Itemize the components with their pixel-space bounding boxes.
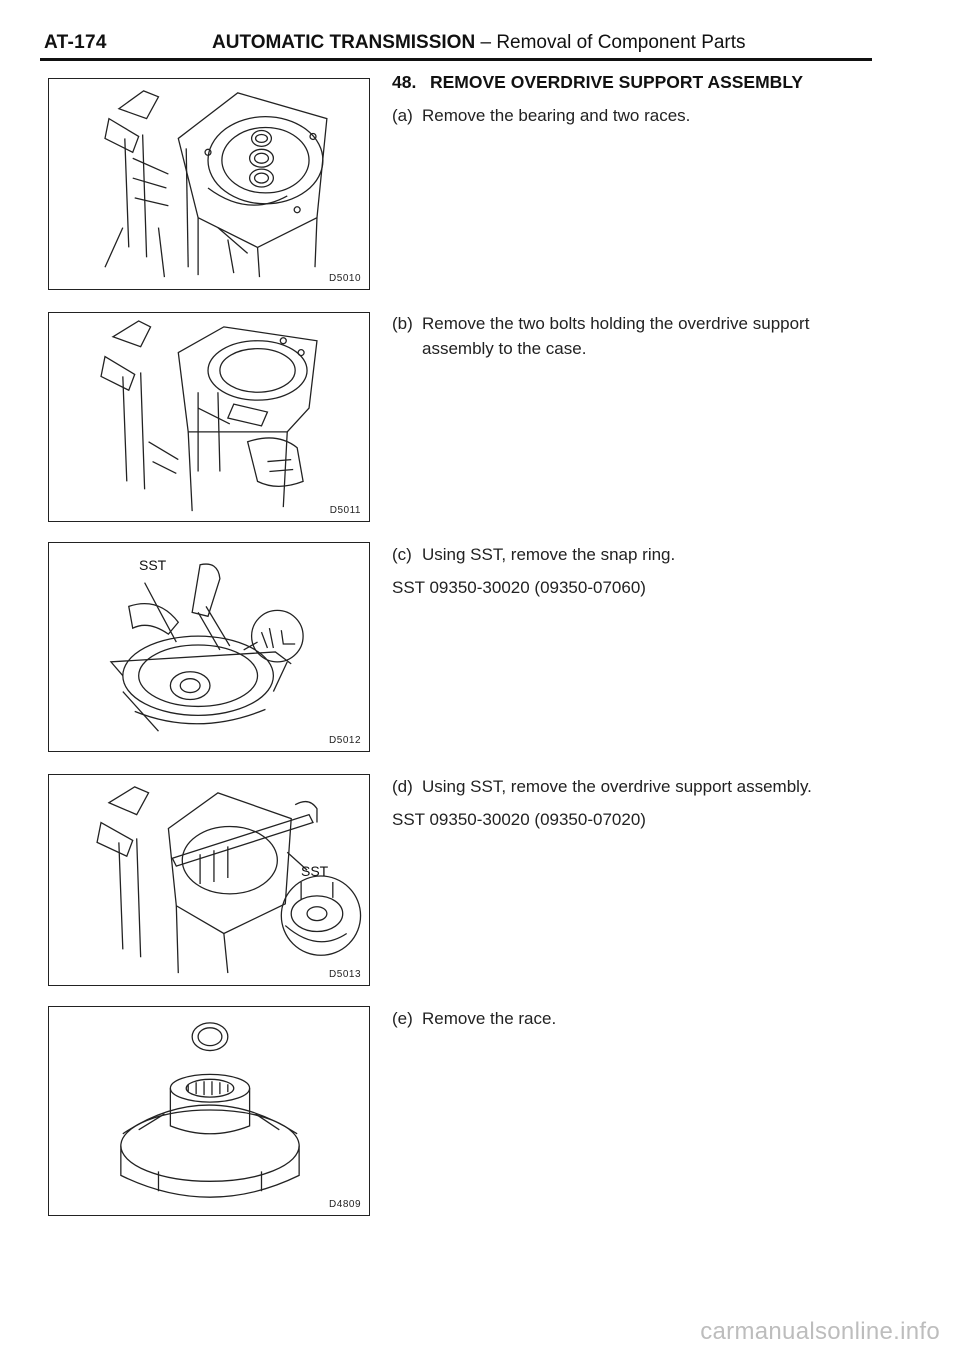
figure-code: D5010	[329, 273, 361, 284]
step-letter: (c)	[392, 545, 412, 564]
step-number: 48.	[392, 72, 417, 92]
sst-part-number: SST 09350-30020 (09350-07020)	[392, 810, 646, 829]
sst-label: SST	[139, 557, 167, 573]
page-header: AT-174 AUTOMATIC TRANSMISSION – Removal …	[40, 22, 872, 62]
step-c: (c) Using SST, remove the snap ring. SST …	[392, 542, 892, 600]
section-name: AUTOMATIC TRANSMISSION	[212, 32, 476, 53]
figure-bearing-races: D5010	[48, 78, 370, 290]
step-heading-text: REMOVE OVERDRIVE SUPPORT ASSEMBLY	[430, 72, 804, 92]
step-text: Remove the two bolts holding the overdri…	[422, 314, 810, 333]
figure-remove-bolts: D5011	[48, 312, 370, 522]
step-e: (e) Remove the race.	[392, 1006, 892, 1031]
transmission-top-illustration	[104, 90, 328, 278]
header-rule	[40, 58, 872, 61]
step-letter: (a)	[392, 106, 413, 125]
figure-code: D4809	[329, 1199, 361, 1210]
sst-label: SST	[301, 863, 329, 879]
section-title: AUTOMATIC TRANSMISSION – Removal of Comp…	[212, 32, 746, 54]
figure-remove-support: SST D5013	[48, 774, 370, 986]
step-text: Using SST, remove the overdrive support …	[422, 777, 812, 796]
step-b: (b) Remove the two bolts holding the over…	[392, 311, 892, 361]
overdrive-support-removal-illustration	[96, 786, 362, 974]
step-letter: (e)	[392, 1009, 413, 1028]
snap-ring-illustration	[109, 563, 304, 732]
figure-code: D5012	[329, 735, 361, 746]
step-text: Remove the race.	[422, 1009, 557, 1028]
figure-code: D5011	[329, 505, 361, 516]
watermark: carmanualsonline.info	[700, 1318, 940, 1345]
step-letter: (d)	[392, 777, 413, 796]
page-number: AT-174	[44, 32, 107, 53]
step-text: Remove the bearing and two races.	[422, 106, 691, 125]
section-subtitle: – Removal of Component Parts	[480, 32, 746, 53]
step-d: (d) Using SST, remove the overdrive suppo…	[392, 774, 892, 832]
figure-code: D5013	[329, 969, 361, 980]
figure-race: D4809	[48, 1006, 370, 1216]
figure-snap-ring: SST D5012	[48, 542, 370, 752]
sst-part-number: SST 09350-30020 (09350-07060)	[392, 578, 646, 597]
step-text-continued: assembly to the case.	[422, 339, 587, 358]
transmission-bolts-illustration	[100, 320, 318, 512]
overdrive-support-race-illustration	[120, 1022, 300, 1198]
step-a: (a) Remove the bearing and two races.	[392, 103, 892, 128]
step-text: Using SST, remove the snap ring.	[422, 545, 676, 564]
step-heading: 48. REMOVE OVERDRIVE SUPPORT ASSEMBLY	[392, 72, 803, 93]
step-letter: (b)	[392, 314, 413, 333]
